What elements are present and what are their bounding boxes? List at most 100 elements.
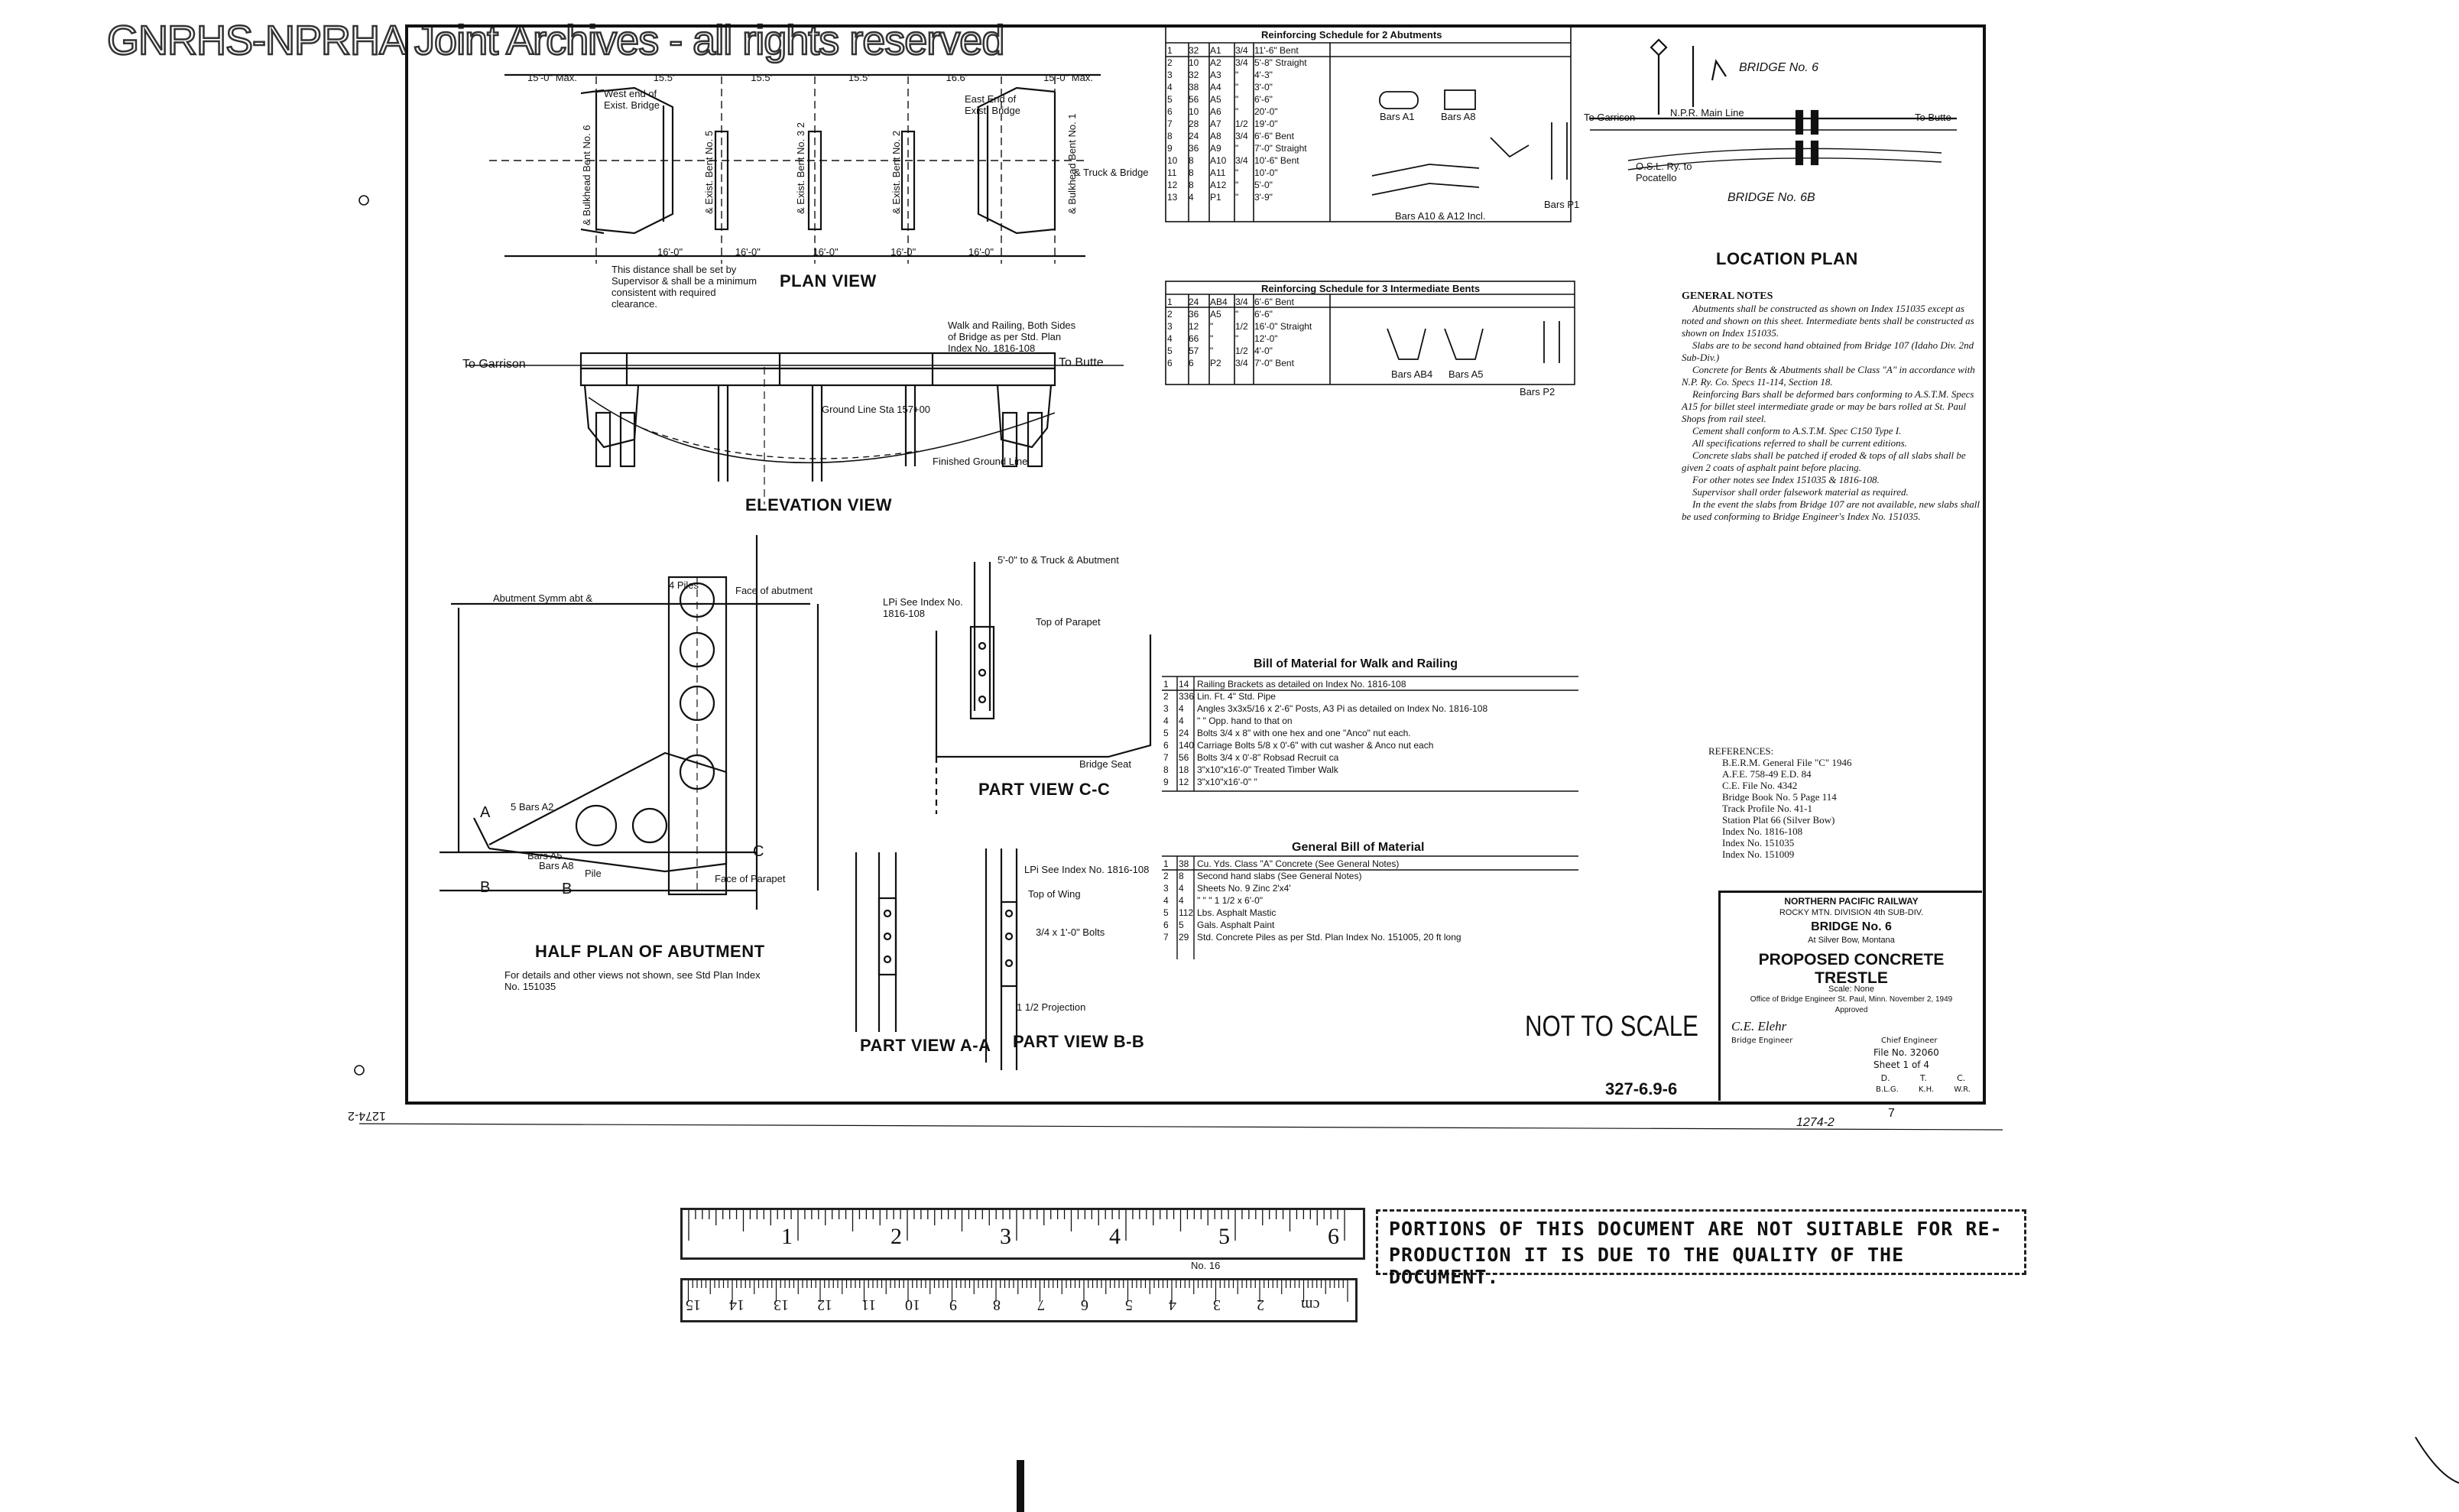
table-cell: 7 (1163, 752, 1169, 763)
bar-label: Bars AB4 (1391, 368, 1433, 380)
table-cell: " (1235, 333, 1239, 344)
section-mark-a: A (480, 804, 491, 821)
general-note-line: For other notes see Index 151035 & 1816-… (1692, 474, 1880, 485)
ruler-number: 11 (861, 1296, 876, 1313)
inch-ruler-ticks (688, 1210, 1345, 1241)
plan-view-title: PLAN VIEW (780, 271, 877, 290)
span-dimension: 15'-0" Max. (527, 72, 577, 83)
table-cell: 14 (1179, 679, 1189, 689)
table-cell: " (1235, 82, 1239, 92)
bar-label: Bars A8 (1441, 111, 1476, 122)
half-plan-abutment-title: HALF PLAN OF ABUTMENT (535, 942, 765, 961)
table-cell: Bolts 3/4 x 8" with one hex and one "Anc… (1197, 728, 1411, 738)
table-cell: 6'-6" (1254, 94, 1273, 105)
table-cell: A5 (1210, 309, 1221, 320)
table-cell: 11'-6" Bent (1254, 45, 1299, 56)
title-initial: W.R. (1954, 1085, 1971, 1094)
table-cell: 3 (1167, 70, 1173, 80)
table-cell: 112 (1179, 907, 1194, 918)
table-cell: 13 (1167, 192, 1178, 203)
reference-line: Index No. 151035 (1722, 837, 1795, 848)
table-cell: 7'-0" Straight (1254, 143, 1307, 154)
ruler-number: 14 (729, 1296, 745, 1313)
table-cell: 1/2 (1235, 118, 1248, 129)
table-cell: 38 (1179, 858, 1189, 869)
table-cell: 4 (1189, 192, 1194, 203)
title-initials: B.L.G. K.H. W.R. (1866, 1085, 1981, 1094)
general-note-line: Cement shall conform to A.S.T.M. Spec C1… (1692, 425, 1902, 436)
table-cell: " " Opp. hand to that on (1197, 715, 1293, 726)
truck-abutment-note: 5'-0" to & Truck & Abutment (998, 554, 1119, 566)
table-cell: 4 (1163, 715, 1169, 726)
general-note-line: Concrete for Bents & Abutments shall be … (1682, 364, 1975, 388)
abutment-symm-note: Abutment Symm abt & (493, 592, 593, 604)
five-bars-note: 5 Bars A2 (511, 801, 554, 813)
table-cell: 3/4 (1235, 45, 1248, 56)
part-view-cc-linework (935, 562, 1152, 814)
table-cell: 5 (1179, 920, 1184, 930)
bar-label: Bars A10 & A12 Incl. (1395, 210, 1486, 222)
table-cell: 1 (1163, 679, 1169, 689)
face-abutment-note: Face of abutment (735, 585, 813, 596)
bridge-seat-note: Bridge Seat (1079, 758, 1131, 770)
table-cell: 3/4 (1235, 131, 1248, 141)
general-notes-title: GENERAL NOTES (1682, 290, 1773, 302)
table-cell: 12'-0" (1254, 333, 1278, 344)
span-dimension: 16.6' (946, 72, 968, 83)
table-cell: 10'-6" Bent (1254, 155, 1299, 166)
table-cell: 1 (1163, 858, 1169, 869)
table-cell: 7 (1163, 932, 1169, 943)
general-note-line: Abutments shall be constructed as shown … (1682, 303, 1974, 339)
table-cell: " (1235, 192, 1239, 203)
bent-label: & Bulkhead Bent No. 1 (1066, 113, 1078, 214)
table-cell: 8 (1167, 131, 1173, 141)
table-cell: 8 (1189, 155, 1194, 166)
table-cell: Std. Concrete Piles as per Std. Plan Ind… (1197, 932, 1461, 943)
table-cell: 12 (1179, 777, 1189, 787)
table-cell: 1/2 (1235, 321, 1248, 332)
table-cell: 10 (1189, 106, 1199, 117)
table-cell: 11 (1167, 167, 1177, 178)
location-plan-linework (1590, 38, 1957, 170)
ruler-number: 8 (993, 1296, 1001, 1313)
elevation-view-title: ELEVATION VIEW (745, 495, 892, 514)
table-cell: 6 (1167, 358, 1173, 368)
span-dimension: 16'-0" (890, 246, 916, 258)
table-cell: 57 (1189, 346, 1199, 356)
table-cell: Cu. Yds. Class "A" Concrete (See General… (1197, 858, 1400, 869)
table-cell: 12 (1167, 180, 1178, 190)
stamp-line2: PRODUCTION IT IS DUE TO THE QUALITY OF T… (1389, 1244, 1905, 1288)
reference-line: A.F.E. 758-49 E.D. 84 (1722, 768, 1812, 780)
table-cell: 24 (1189, 131, 1199, 141)
table-cell: " (1210, 346, 1214, 356)
quality-stamp: PORTIONS OF THIS DOCUMENT ARE NOT SUITAB… (1376, 1209, 2026, 1288)
general-note-line: Concrete slabs shall be patched if erode… (1682, 449, 1966, 473)
table-cell: Lbs. Asphalt Mastic (1197, 907, 1277, 918)
table-cell: 6'-6" (1254, 309, 1273, 320)
table-cell: 66 (1189, 333, 1199, 344)
table-cell: 10 (1189, 57, 1199, 68)
general-note-line: Supervisor shall order falsework materia… (1692, 486, 1909, 498)
title-engineer-role: Bridge Engineer (1731, 1037, 1793, 1045)
table-cell: A4 (1210, 82, 1221, 92)
table-cell: 28 (1189, 118, 1199, 129)
table-cell: " (1210, 321, 1214, 332)
cm-ruler-ticks (687, 1280, 1348, 1302)
ruler-number: 3 (1212, 1296, 1221, 1313)
table-cell: 5 (1167, 94, 1173, 105)
reinforcing-bents-grid (1165, 281, 1575, 385)
table-cell: 3/4 (1235, 297, 1248, 307)
table-cell: 336 (1179, 691, 1195, 702)
drawing-sheet-border (405, 24, 1986, 1105)
table-cell: 29 (1179, 932, 1189, 943)
projection-note: 1 1/2 Projection (1017, 1001, 1086, 1013)
